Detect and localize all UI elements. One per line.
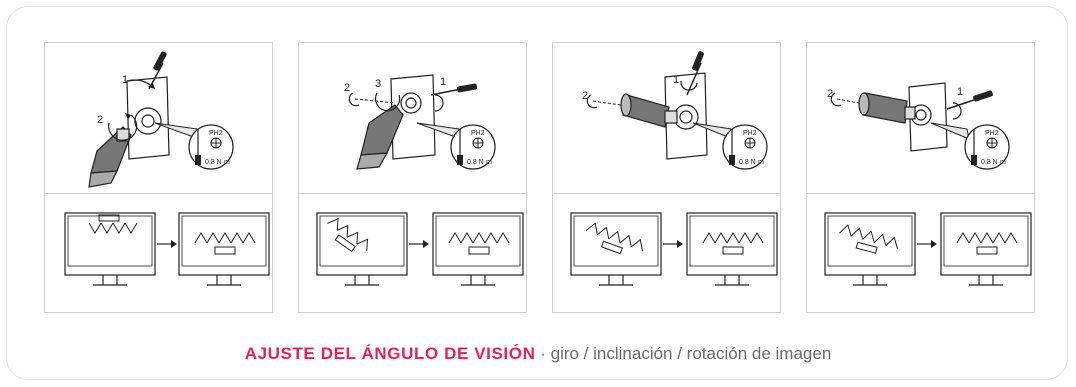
tool-torque-label: 0.8 N·m [981, 159, 1006, 166]
step-label-1: 1 [957, 86, 963, 98]
tool-bit-label: PH2 [743, 130, 757, 137]
tool-torque-label: 0.8 N·m [205, 159, 230, 166]
tool-bit-label: PH2 [985, 130, 999, 137]
monitor-after [686, 212, 778, 286]
panel-divider [45, 193, 272, 194]
tool-torque-label: 0.8 N·m [739, 159, 764, 166]
panel-divider [299, 193, 526, 194]
step-label-2: 2 [344, 82, 350, 94]
tool-bit-label: PH2 [471, 130, 485, 137]
step-label-1: 1 [440, 76, 446, 88]
panel-tilt: 1 2 3 PH2 0.8 N·m [298, 42, 527, 313]
panel-image-rotation-b: 1 2 PH2 0.8 N·m [806, 42, 1035, 313]
ph2-tool-callout: PH2 0.8 N·m [450, 124, 496, 170]
camera-body [88, 126, 132, 188]
step-label-2: 2 [827, 88, 833, 100]
screwdriver-icon [946, 90, 993, 110]
camera-body [858, 92, 916, 124]
panel-image-rotation-a: 1 2 PH2 0.8 N·m [552, 42, 781, 313]
panel-image-rotation-a-illustration: 1 2 PH2 0.8 N·m [570, 51, 778, 286]
step-label-2: 2 [97, 114, 103, 126]
camera-body [356, 104, 404, 170]
arrow-icon [409, 240, 429, 248]
screwdriver-icon [430, 83, 478, 96]
ph2-tool-callout: PH2 0.8 N·m [188, 124, 234, 170]
panel-divider [553, 193, 780, 194]
arrow-icon [157, 240, 177, 248]
caption-separator: · [540, 344, 546, 363]
panel-rotation: 1 2 PH2 0.8 N·m [44, 42, 273, 313]
mount-plate [390, 74, 436, 160]
caption: AJUSTE DEL ÁNGULO DE VISIÓN · giro / inc… [0, 343, 1076, 365]
monitor-before [570, 212, 662, 286]
monitor-after [432, 212, 524, 286]
step-label-2: 2 [582, 90, 588, 102]
mount-plate [664, 72, 708, 160]
monitor-after [178, 212, 270, 286]
camera-body [620, 93, 678, 128]
ph2-tool-callout: PH2 0.8 N·m [722, 124, 768, 170]
panel-rotation-illustration: 1 2 PH2 0.8 N·m [64, 51, 270, 286]
step-label-1: 1 [673, 74, 679, 86]
caption-title: AJUSTE DEL ÁNGULO DE VISIÓN [244, 344, 536, 363]
monitor-before [316, 212, 408, 286]
tool-bit-label: PH2 [209, 130, 223, 137]
arrow-icon [917, 240, 937, 248]
panel-tilt-illustration: 1 2 3 PH2 0.8 N·m [316, 74, 524, 286]
tool-torque-label: 0.8 N·m [467, 159, 492, 166]
monitor-before [64, 212, 156, 286]
caption-subtitle: giro / inclinación / rotación de imagen [550, 344, 832, 363]
arrow-icon [663, 240, 683, 248]
monitor-after [940, 212, 1032, 286]
ph2-tool-callout: PH2 0.8 N·m [964, 124, 1010, 170]
panel-image-rotation-b-illustration: 1 2 PH2 0.8 N·m [824, 82, 1032, 286]
panel-divider [807, 193, 1034, 194]
step-label-1: 1 [122, 74, 128, 86]
monitor-before [824, 212, 916, 286]
step-label-3: 3 [375, 78, 381, 90]
